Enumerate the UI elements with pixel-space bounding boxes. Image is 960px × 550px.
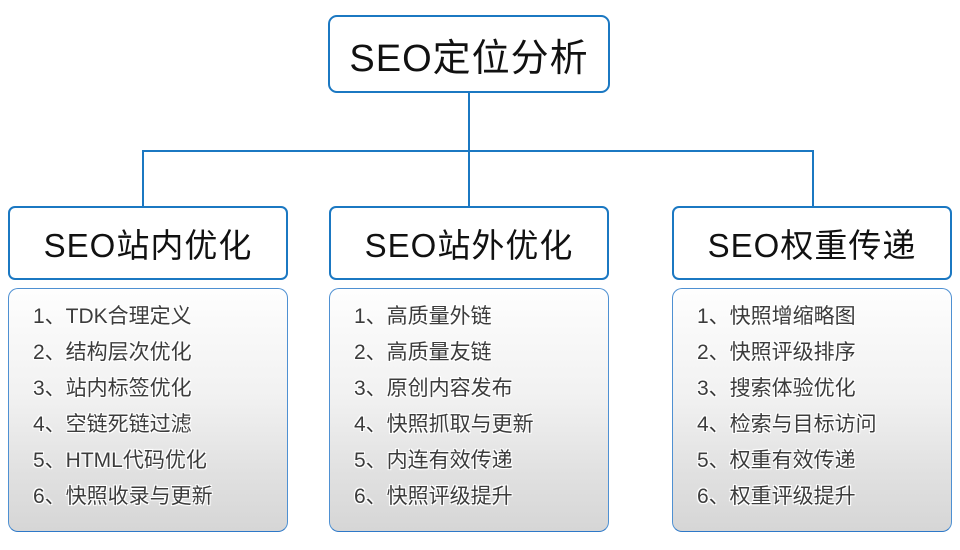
list-item: 2、快照评级排序 xyxy=(697,341,856,364)
node-offsite-optimization-header: SEO站外优化 xyxy=(329,206,609,280)
list-item: 3、原创内容发布 xyxy=(354,377,513,400)
node-onsite-optimization-header: SEO站内优化 xyxy=(8,206,288,280)
list-item: 4、空链死链过滤 xyxy=(33,413,192,436)
list-item: 6、快照收录与更新 xyxy=(33,485,213,508)
connector-drop-middle xyxy=(468,152,470,207)
list-item: 4、检索与目标访问 xyxy=(697,413,877,436)
offsite-optimization-list: 1、高质量外链 2、高质量友链 3、原创内容发布 4、快照抓取与更新 5、内连有… xyxy=(329,288,609,532)
list-item: 3、站内标签优化 xyxy=(33,377,192,400)
branch-header-label: SEO站内优化 xyxy=(43,227,253,264)
list-item: 6、权重评级提升 xyxy=(697,485,856,508)
onsite-optimization-list: 1、TDK合理定义 2、结构层次优化 3、站内标签优化 4、空链死链过滤 5、H… xyxy=(8,288,288,532)
node-seo-positioning: SEO定位分析 xyxy=(328,15,610,93)
connector-drop-right xyxy=(812,152,814,207)
list-item: 1、高质量外链 xyxy=(354,305,492,328)
root-node-label: SEO定位分析 xyxy=(349,37,589,80)
list-item: 4、快照抓取与更新 xyxy=(354,413,534,436)
list-item: 5、HTML代码优化 xyxy=(33,449,207,472)
branch-header-label: SEO权重传递 xyxy=(707,227,917,264)
list-item: 3、搜索体验优化 xyxy=(697,377,856,400)
list-item: 2、高质量友链 xyxy=(354,341,492,364)
connector-horizontal xyxy=(142,150,814,152)
connector-root-vertical xyxy=(468,93,470,152)
list-item: 2、结构层次优化 xyxy=(33,341,192,364)
weight-transfer-list: 1、快照增缩略图 2、快照评级排序 3、搜索体验优化 4、检索与目标访问 5、权… xyxy=(672,288,952,532)
list-item: 1、TDK合理定义 xyxy=(33,305,192,328)
list-item: 5、内连有效传递 xyxy=(354,449,513,472)
connector-drop-left xyxy=(142,152,144,207)
list-item: 1、快照增缩略图 xyxy=(697,305,856,328)
list-item: 5、权重有效传递 xyxy=(697,449,856,472)
branch-header-label: SEO站外优化 xyxy=(364,227,574,264)
node-weight-transfer-header: SEO权重传递 xyxy=(672,206,952,280)
branch-onsite-optimization: SEO站内优化 1、TDK合理定义 2、结构层次优化 3、站内标签优化 4、空链… xyxy=(8,206,288,532)
list-item: 6、快照评级提升 xyxy=(354,485,513,508)
branch-offsite-optimization: SEO站外优化 1、高质量外链 2、高质量友链 3、原创内容发布 4、快照抓取与… xyxy=(329,206,609,532)
branch-weight-transfer: SEO权重传递 1、快照增缩略图 2、快照评级排序 3、搜索体验优化 4、检索与… xyxy=(672,206,952,532)
